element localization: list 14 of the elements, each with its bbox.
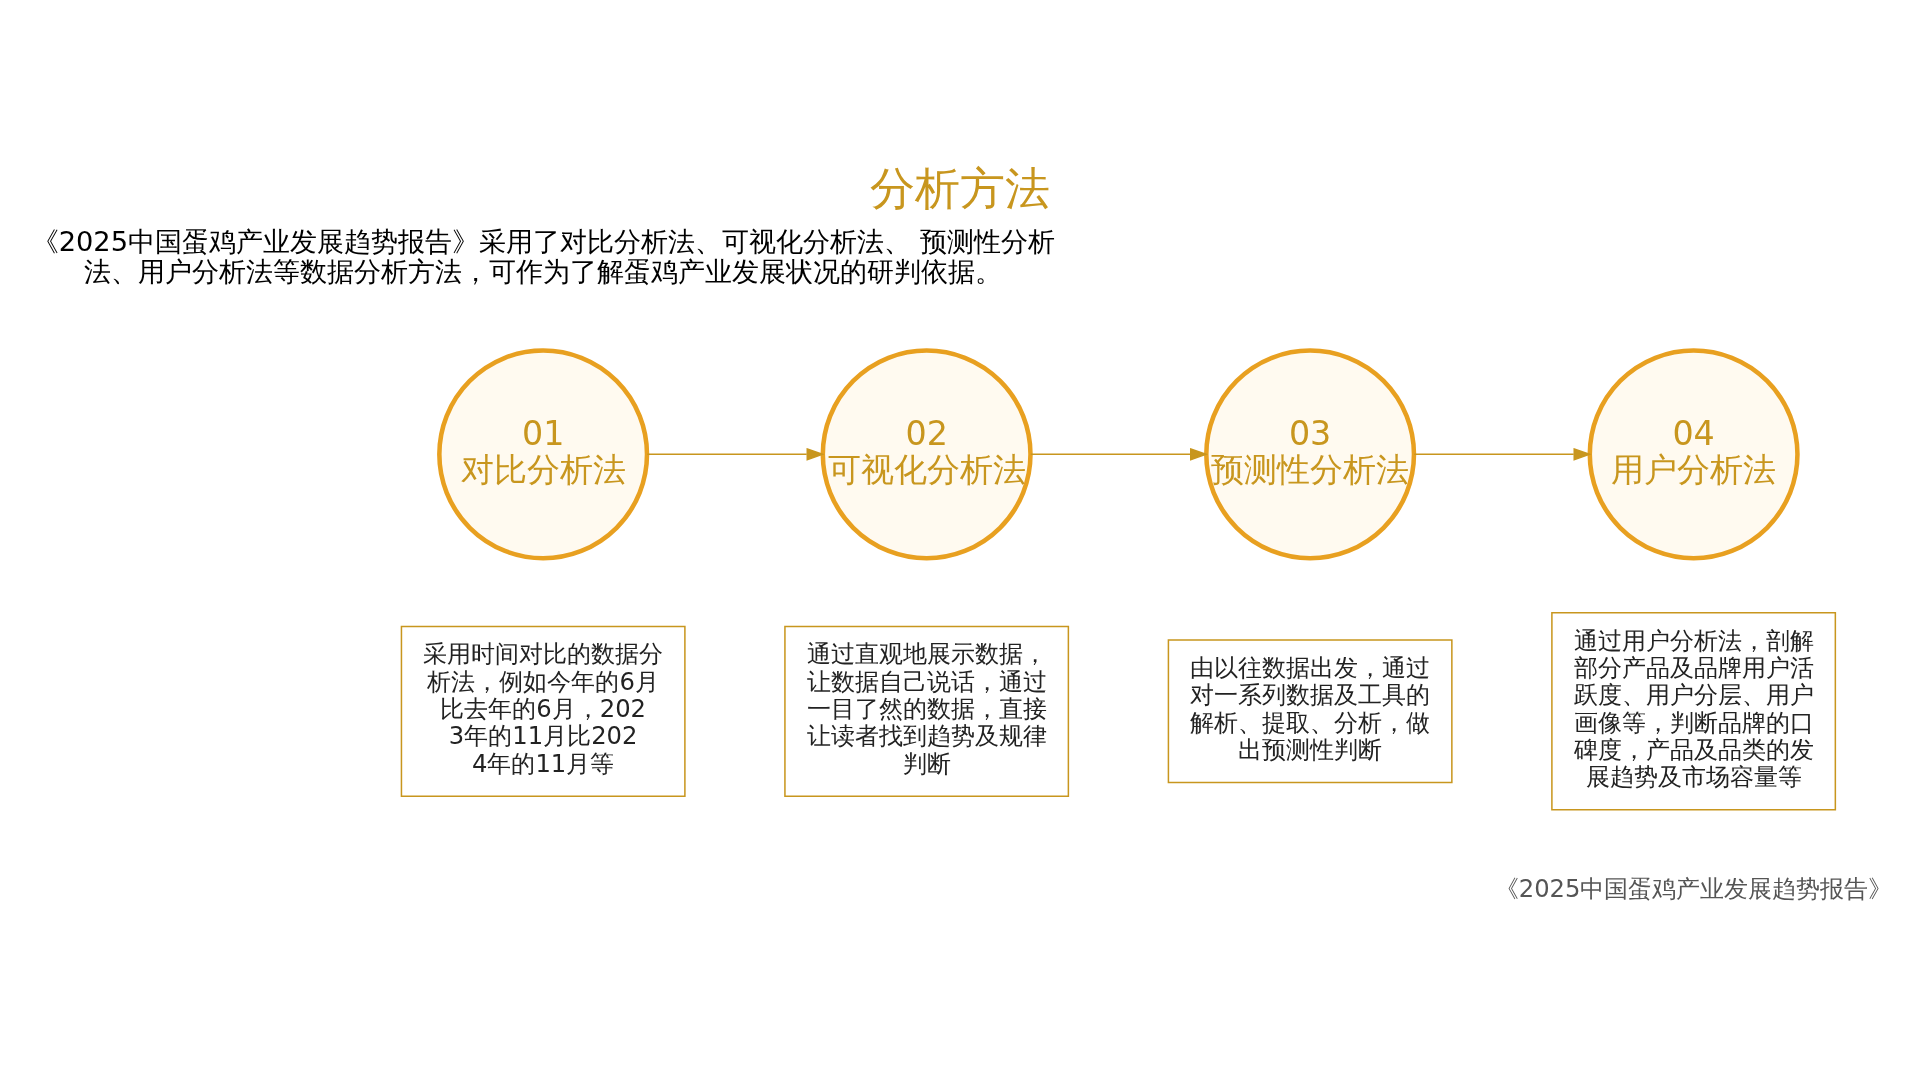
node-box: 通过用户分析法，剖解部分产品及品牌用户活跃度、用户分层、用户画像等，判断品牌的口碑度，产品及品类的发展趋势及市场容量等 xyxy=(1551,612,1837,811)
arrow xyxy=(1413,448,1592,461)
node-circle: 01 对比分析法 xyxy=(437,348,650,561)
node-box: 由以往数据出发，通过对一系列数据及工具的解析、提取、分析，做出预测性判断 xyxy=(1167,639,1453,784)
node-circle: 04 用户分析法 xyxy=(1587,348,1800,561)
node-circle: 02 可视化分析法 xyxy=(820,348,1033,561)
diagram-title: 分析方法 xyxy=(870,161,1050,215)
arrow xyxy=(646,448,825,461)
caption: 《2025中国蛋鸡产业发展趋势报告》 xyxy=(1494,874,1893,904)
arrow xyxy=(1030,448,1209,461)
label: 《2025中国蛋鸡产业发展趋势报告》采用了对比分析法、可视化分析法、 预测性分析法、用户分析法等数据分析方法，可作为了解蛋鸡产业发展状况的研判依据。 xyxy=(31,226,1055,288)
node-circle: 03 预测性分析法 xyxy=(1204,348,1417,561)
node-box: 采用时间对比的数据分析法，例如今年的6月比去年的6月，2023年的11月比2024年的11月等 xyxy=(400,625,686,797)
node-box: 通过直观地展示数据，让数据自己说话，通过一目了然的数据，直接让读者找到趋势及规律判断 xyxy=(784,625,1070,797)
